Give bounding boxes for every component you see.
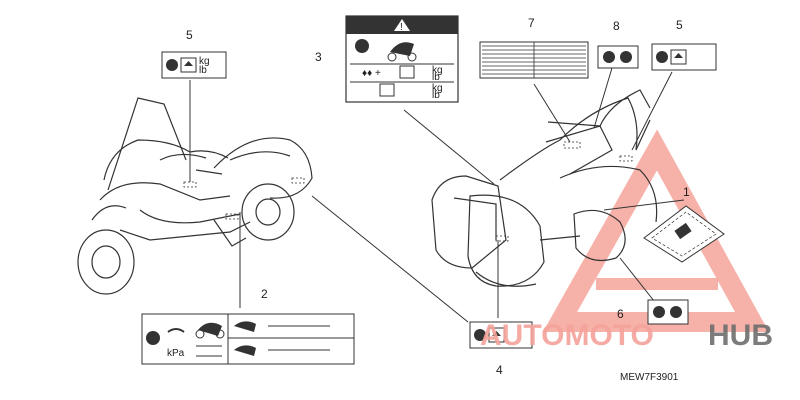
motorcycle-rear-view [431,89,658,287]
label-6 [647,299,689,325]
label-2-tire-info: kPa [141,313,355,365]
label-3-warning: ! ♦♦ + kg lb kg lb [345,15,459,103]
label-1-plate [643,205,725,263]
label-location-marks-left [183,177,305,220]
unit-lb: lb [432,72,440,83]
label-4 [469,321,533,349]
callout-3: 3 [315,50,322,64]
label-5-right [651,43,717,71]
callout-6: 6 [617,307,624,321]
unit-kpa: kPa [167,348,185,359]
watermark-text-left: AUTOMOTO [480,319,654,352]
unit-lb: lb [199,65,207,76]
callout-4: 4 [496,363,503,377]
leader-lines [189,67,685,323]
label-7-striped [479,41,589,79]
figure-code: MEW7F3901 [620,372,679,383]
svg-text:!: ! [400,22,403,33]
unit-lb: lb [432,90,440,101]
unit-kg: kg [199,56,210,67]
callout-5-right: 5 [676,18,683,32]
motorcycle-side-view [77,97,313,295]
callout-2: 2 [261,287,268,301]
svg-text:♦♦ +: ♦♦ + [362,68,381,79]
callout-8: 8 [613,19,620,33]
callout-7: 7 [528,16,535,30]
unit-kg: kg [432,83,443,94]
watermark-inner-bars [596,278,718,290]
label-location-marks-right [495,141,633,242]
label-8 [597,45,639,69]
callout-5-left: 5 [186,28,193,42]
callout-1: 1 [683,185,690,199]
label-5-left: kg lb [161,51,227,79]
unit-kg: kg [432,65,443,76]
watermark-text-right: HUB [708,319,773,352]
